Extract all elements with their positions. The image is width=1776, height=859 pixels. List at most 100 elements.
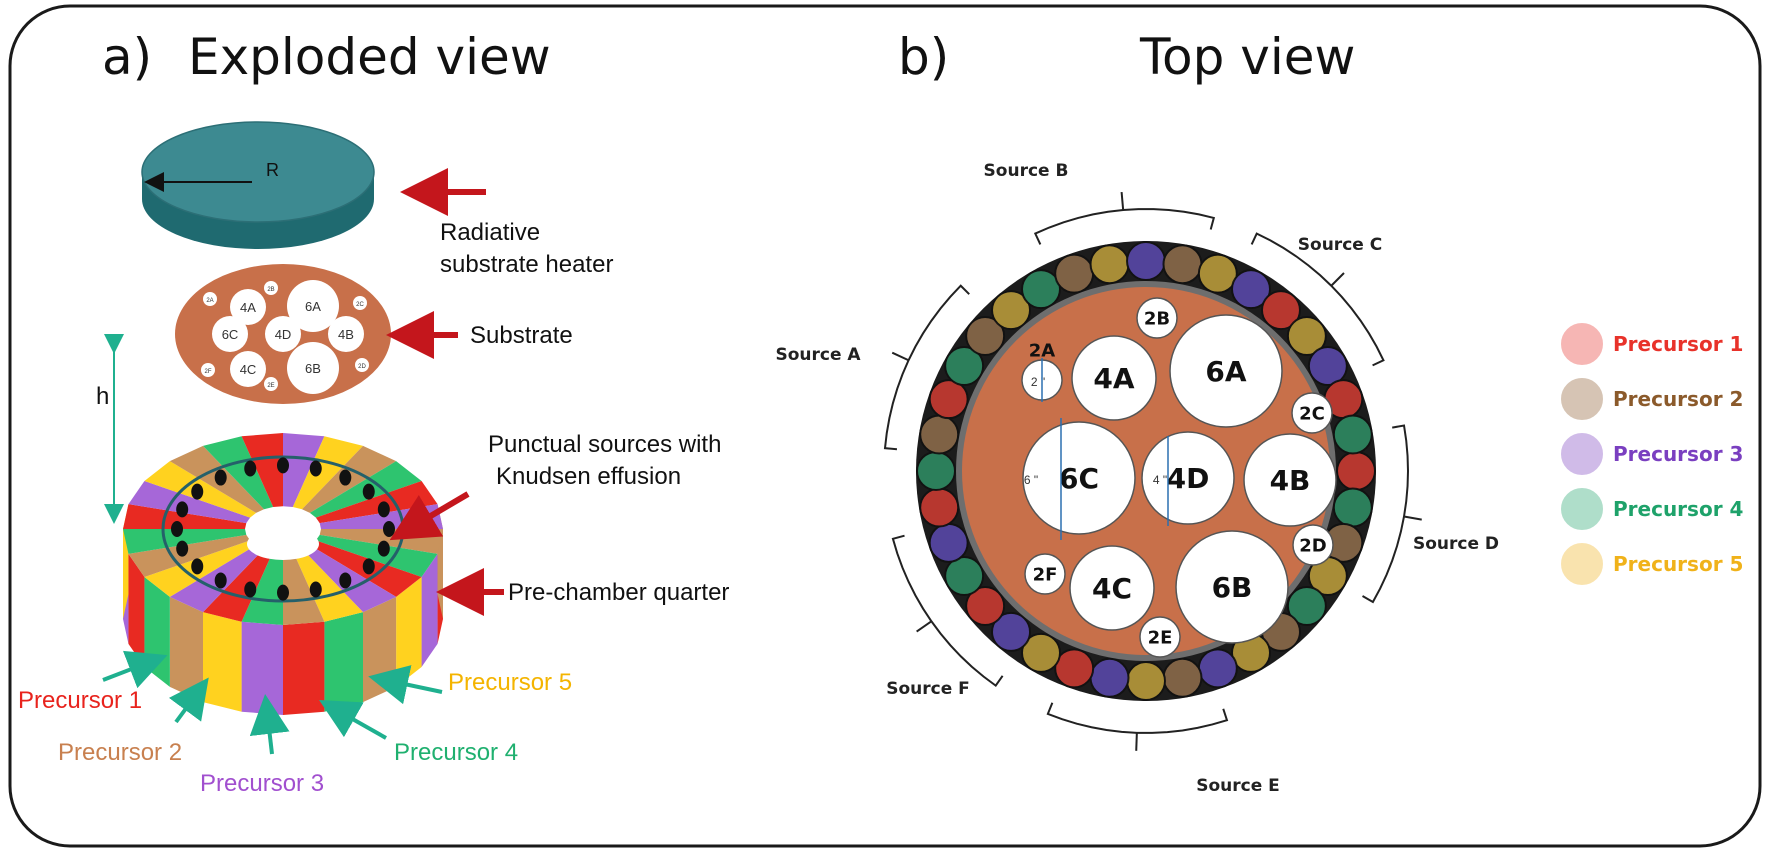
source-cell bbox=[1231, 269, 1271, 310]
source-dot bbox=[171, 521, 183, 537]
source-cell bbox=[991, 611, 1032, 652]
ring-side-segment bbox=[324, 612, 363, 712]
source-cell bbox=[1021, 269, 1061, 310]
source-dot bbox=[339, 572, 352, 589]
source-label: Source D bbox=[1413, 534, 1499, 554]
ring-top-segment bbox=[241, 433, 283, 507]
wafer-2f bbox=[1024, 553, 1066, 595]
source-cell bbox=[1162, 657, 1203, 698]
wafer-label: 2C bbox=[1299, 403, 1325, 424]
source-cell bbox=[1286, 316, 1327, 357]
source-dot bbox=[377, 540, 390, 557]
source-cell bbox=[1126, 241, 1166, 281]
source-cell bbox=[1021, 632, 1061, 673]
wafer-4c bbox=[1069, 545, 1155, 631]
substrate-wafer bbox=[287, 342, 339, 394]
source-cell bbox=[965, 585, 1006, 626]
panel-a-title: Exploded view bbox=[188, 28, 551, 86]
ring-top-segment bbox=[203, 436, 274, 510]
ring-top-segment bbox=[315, 481, 438, 524]
ring-top-segment bbox=[292, 436, 363, 510]
source-dot bbox=[277, 457, 289, 474]
wafer-label: 6B bbox=[1212, 571, 1253, 604]
source-dot bbox=[339, 469, 352, 486]
source-cell bbox=[965, 316, 1006, 357]
heater-label-line1: Radiative bbox=[440, 219, 540, 246]
precursor-5-arrow bbox=[368, 665, 443, 705]
ring-top-segment bbox=[128, 534, 251, 577]
source-dot bbox=[176, 501, 189, 518]
source-cell bbox=[1054, 648, 1095, 689]
heater-disk: R bbox=[141, 121, 375, 249]
legend-label: Precursor 2 bbox=[1613, 387, 1743, 411]
precursor-5-label: Precursor 5 bbox=[448, 669, 572, 696]
substrate-wafer bbox=[328, 316, 364, 352]
wafer-4d bbox=[1141, 431, 1235, 525]
source-cell bbox=[1286, 585, 1327, 626]
wafer-label: 2F bbox=[1033, 564, 1058, 585]
heater-radius-label: R bbox=[266, 160, 279, 180]
wafer-dimension: 6 " bbox=[1024, 473, 1038, 487]
source-cell bbox=[919, 487, 960, 528]
source-dot bbox=[377, 501, 390, 518]
ring-top-segment bbox=[315, 534, 438, 577]
sources-arrow bbox=[389, 491, 470, 541]
source-cell bbox=[928, 522, 969, 563]
sources-label-line2: Knudsen effusion bbox=[496, 463, 681, 490]
source-dot bbox=[191, 558, 204, 575]
source-label: Source A bbox=[775, 345, 861, 365]
ring-top-segment bbox=[128, 481, 251, 524]
source-dot bbox=[176, 540, 189, 557]
source-dot bbox=[309, 581, 322, 598]
prechamber-ring bbox=[123, 433, 443, 715]
wafer-label: 2E bbox=[1148, 627, 1173, 648]
source-cell bbox=[1307, 346, 1348, 386]
substrate-wafer-label: 6A bbox=[305, 299, 321, 314]
source-cell bbox=[1162, 244, 1203, 285]
ring-side-segment bbox=[421, 553, 438, 667]
sources-label-line1: Punctual sources with bbox=[488, 431, 721, 458]
wafer-2e bbox=[1139, 616, 1181, 658]
precursor-3-arrow bbox=[249, 694, 290, 755]
legend-swatch bbox=[1561, 433, 1603, 475]
ring-top-segment bbox=[283, 551, 325, 625]
precursor-1-label: Precursor 1 bbox=[18, 687, 142, 714]
source-cell bbox=[1126, 661, 1166, 701]
source-dot bbox=[309, 460, 322, 477]
substrate-wafer bbox=[287, 280, 339, 332]
substrate-wafer-label: 6C bbox=[222, 327, 239, 342]
source-label: Source E bbox=[1196, 776, 1280, 796]
source-cell bbox=[1260, 290, 1301, 331]
wafer-label: 2D bbox=[1299, 535, 1326, 556]
legend-swatch bbox=[1561, 488, 1603, 530]
precursor-4-arrow bbox=[319, 700, 387, 740]
source-cell bbox=[1054, 253, 1095, 294]
ring-hole bbox=[247, 528, 319, 560]
source-cell bbox=[919, 414, 960, 455]
wafer-label: 2A bbox=[1029, 340, 1056, 361]
substrate-wafer-label: 2F bbox=[204, 369, 211, 375]
substrate-wafer bbox=[203, 292, 217, 306]
source-cell bbox=[1332, 414, 1373, 455]
wafer-label: 2B bbox=[1144, 308, 1170, 329]
substrate-wafer-label: 2B bbox=[267, 287, 274, 293]
wafer-dimension: 2 " bbox=[1031, 375, 1045, 389]
source-label: Source B bbox=[984, 161, 1069, 181]
source-cell bbox=[1089, 244, 1130, 285]
legend-label: Precursor 4 bbox=[1613, 497, 1743, 521]
substrate-wafer bbox=[230, 289, 266, 325]
legend-label: Precursor 3 bbox=[1613, 442, 1743, 466]
substrate-wafer-label: 2A bbox=[206, 298, 213, 304]
legend-swatch bbox=[1561, 543, 1603, 585]
substrate-wafer-label: 2E bbox=[267, 383, 274, 389]
wafer-2b bbox=[1136, 297, 1178, 339]
ring-top-segment bbox=[241, 551, 283, 625]
panel-a-label: a) bbox=[102, 28, 153, 86]
source-cell bbox=[944, 346, 985, 386]
source-cell bbox=[1197, 253, 1238, 294]
ring-top-segment bbox=[292, 548, 363, 622]
